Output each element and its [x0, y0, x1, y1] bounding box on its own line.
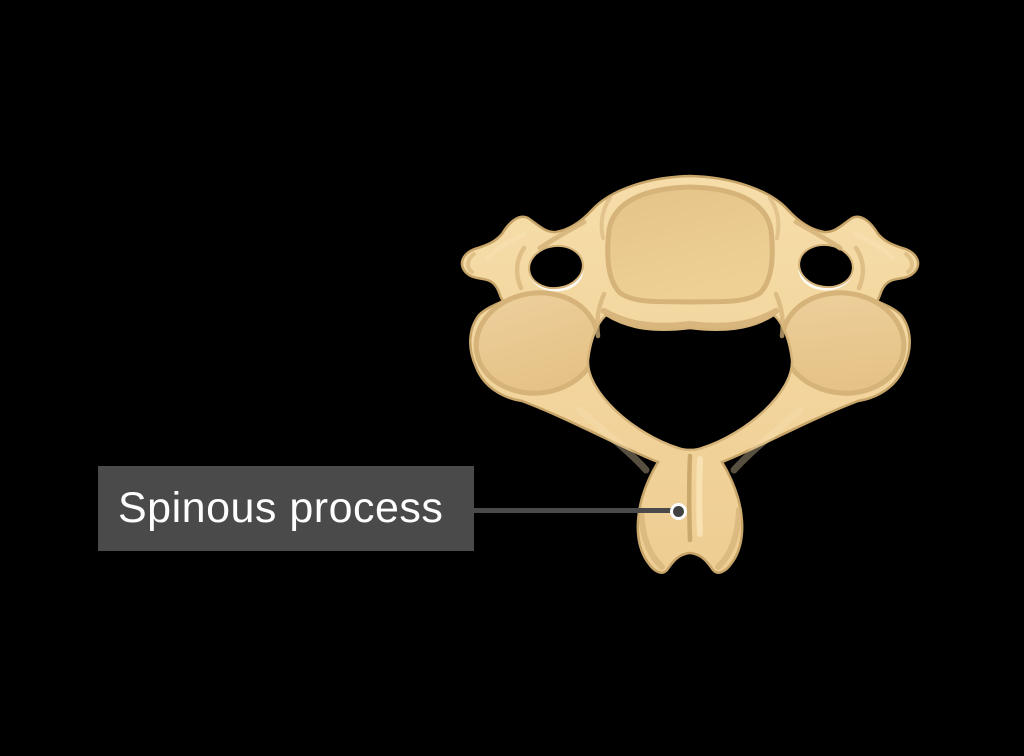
pedicle-crease-left: [595, 291, 607, 339]
transverse-ridge-right: [853, 231, 896, 261]
leader-dot: [670, 503, 687, 520]
transverse-ridge-left: [484, 231, 527, 261]
spinous-bulb-shadow-right: [715, 507, 742, 570]
spinous-bulb-shadow-left: [638, 507, 665, 570]
cervical-vertebra-superior-view: [460, 174, 920, 574]
label-spinous-process[interactable]: Spinous process: [98, 466, 474, 551]
foramen-top-shadow: [601, 308, 779, 329]
label-text: Spinous process: [118, 484, 444, 532]
leader-line: [473, 508, 673, 513]
saddle-shadow-right: [793, 219, 843, 251]
transverse-foramen-left: [528, 244, 584, 290]
transverse-foramen-right: [798, 243, 854, 289]
pedicle-crease-right: [773, 291, 785, 339]
spinous-process-groove: [687, 453, 693, 543]
saddle-shadow-left: [537, 219, 587, 251]
vertebral-body: [605, 184, 775, 305]
spinous-process-ridge: [696, 456, 703, 537]
uncinate-crease-right: [768, 196, 781, 240]
vertebral-foramen: [586, 313, 794, 452]
hole-shadow-right: [853, 245, 866, 291]
lamina-ridge-right: [730, 406, 804, 474]
tip-curl-left: [466, 252, 476, 274]
tip-curl-right: [904, 252, 914, 274]
uncinate-crease-left: [599, 196, 612, 240]
lamina-ridge-left: [576, 406, 650, 474]
hole-shadow-left: [514, 245, 527, 291]
